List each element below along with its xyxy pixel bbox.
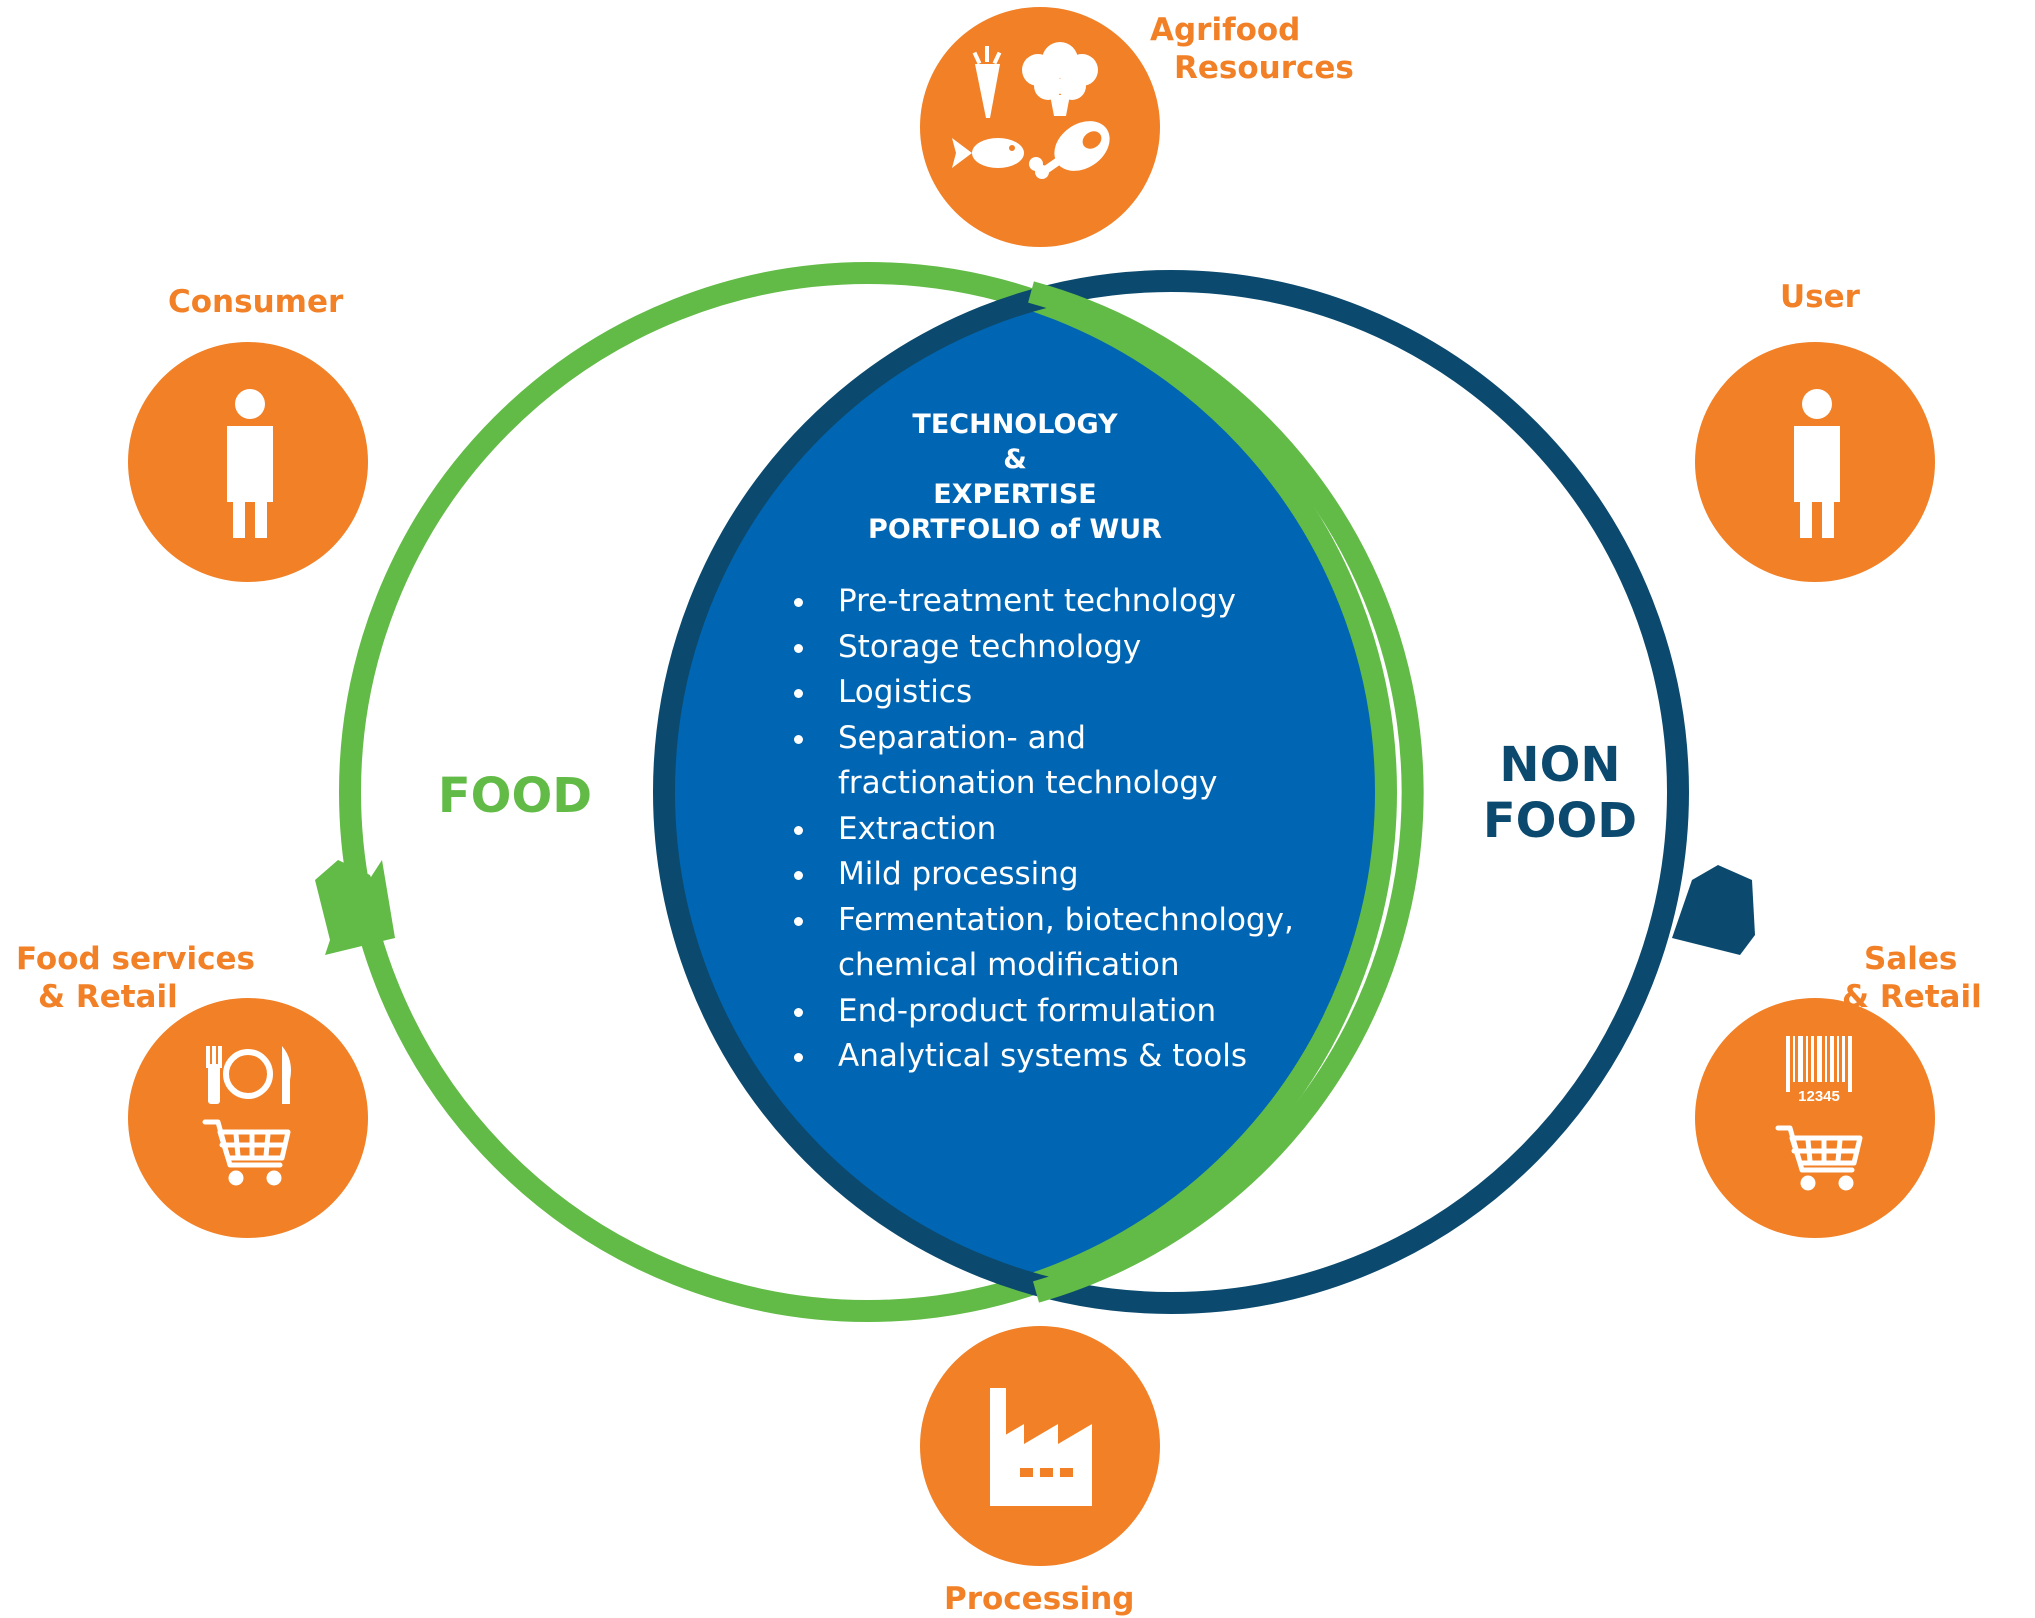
list-item: Pre-treatment technology (790, 579, 1294, 625)
list-item: Mild processing (790, 852, 1294, 898)
carrot-icon (972, 46, 1002, 118)
agrifood-node (920, 7, 1160, 247)
user-label: User (1780, 279, 1860, 315)
sales-retail-label: Sales & Retail (1842, 941, 1982, 1015)
person-icon (227, 389, 273, 538)
list-item: End-product formulation (790, 989, 1294, 1035)
technology-lens (664, 281, 1386, 1303)
list-item: Extraction (790, 807, 1294, 853)
shopping-cart-icon (1775, 1125, 1863, 1191)
list-item: Storage technology (790, 625, 1294, 671)
agrifood-label: Agrifood Resources (1150, 12, 1354, 86)
person-icon (1794, 389, 1840, 538)
processing-label: Processing (944, 1581, 1135, 1617)
nonfood-cycle-arrow (1672, 865, 1755, 955)
food-label: FOOD (437, 768, 593, 824)
shopping-cart-icon (202, 1119, 291, 1186)
technology-list: Pre-treatment technology Storage technol… (790, 579, 1294, 1080)
barcode-icon: 12345 (1783, 1032, 1853, 1105)
factory-icon (990, 1388, 1092, 1506)
food-circle-overlap (1028, 281, 1424, 1303)
list-item: Logistics (790, 670, 1294, 716)
portfolio-title: TECHNOLOGY & EXPERTISE PORTFOLIO of WUR (868, 409, 1162, 545)
broccoli-icon (1022, 42, 1098, 116)
list-item: Analytical systems & tools (790, 1034, 1294, 1080)
sales-retail-node (1695, 998, 1935, 1238)
food-services-node (128, 998, 368, 1238)
barcode-number: 12345 (1798, 1088, 1840, 1105)
food-cycle-arrow (315, 860, 395, 955)
nonfood-circle (653, 270, 1689, 1314)
list-item: Fermentation, biotechnology,chemical mod… (790, 898, 1294, 989)
nonfood-label: NON FOOD (1482, 737, 1638, 849)
meat-icon (1029, 121, 1110, 179)
fish-icon (952, 138, 1024, 168)
food-circle (339, 262, 1397, 1322)
cutlery-plate-icon (206, 1046, 291, 1104)
food-services-label: Food services & Retail (16, 941, 255, 1015)
consumer-label: Consumer (168, 284, 344, 320)
